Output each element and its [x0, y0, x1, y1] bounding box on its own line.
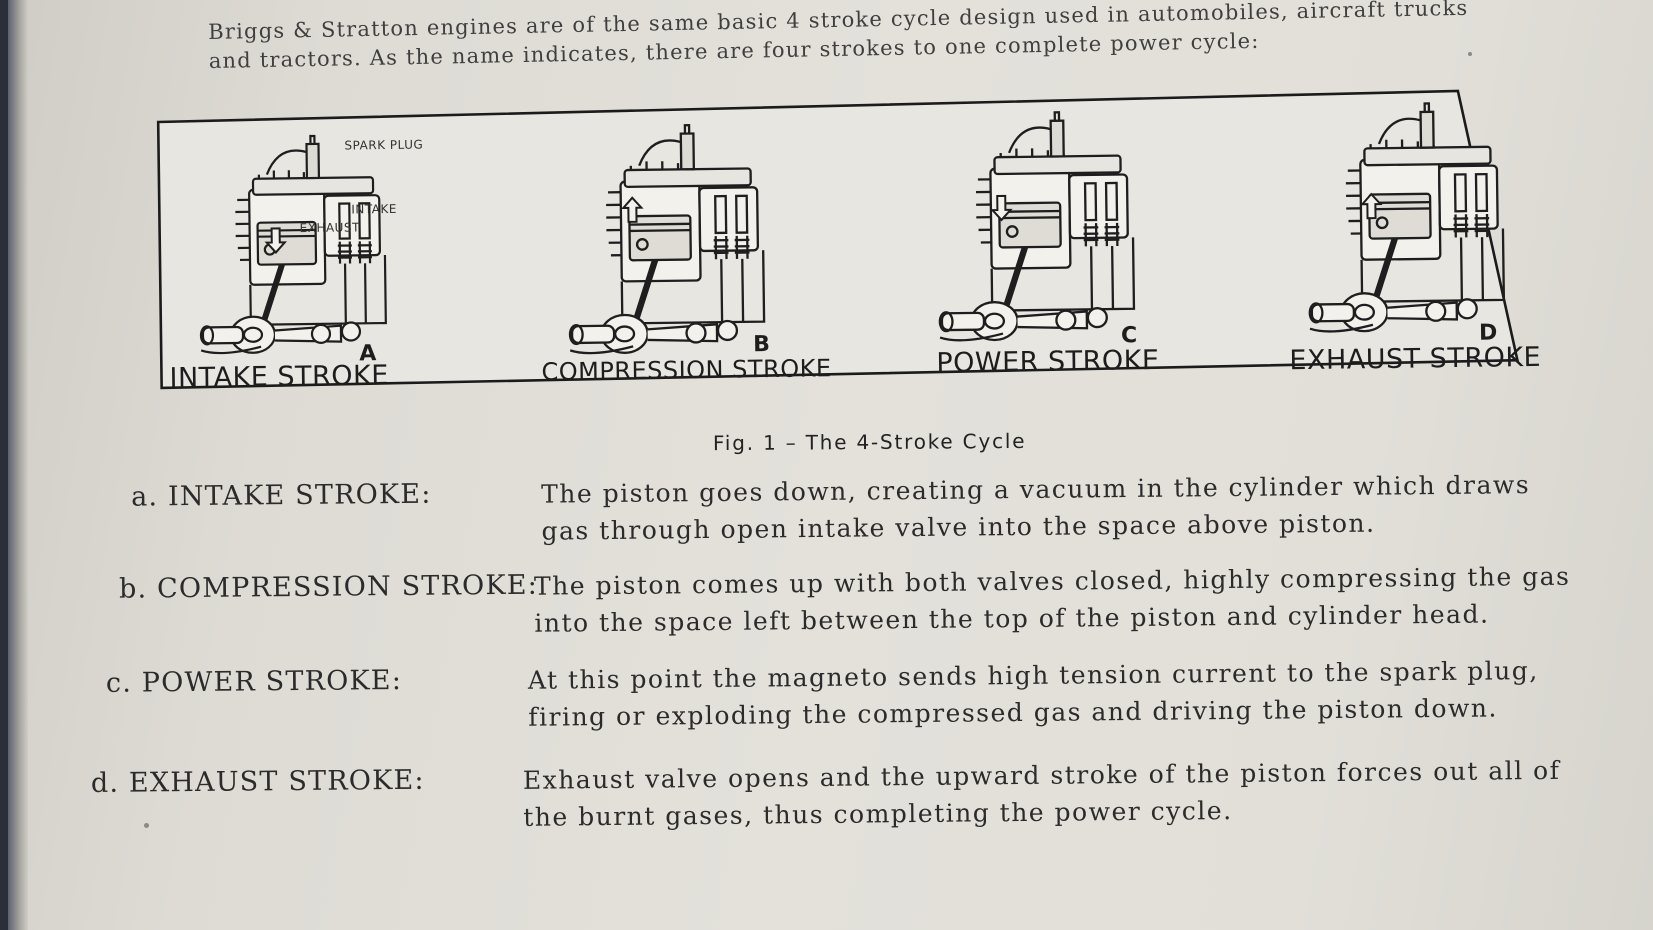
- book-binding: [8, 0, 28, 930]
- figure-caption: Fig. 1 – The 4-Stroke Cycle: [712, 428, 1027, 456]
- definition-text: Exhaust valve opens and the upward strok…: [522, 755, 1561, 832]
- paper-speck: [1468, 52, 1472, 56]
- definition-list: a. INTAKE STROKE: The piston goes down, …: [86, 465, 1636, 832]
- callout-intake: INTAKE: [351, 201, 398, 217]
- paper-speck: [144, 823, 149, 828]
- definition-term: c. POWER STROKE:: [105, 664, 403, 699]
- definition-text: The piston comes up with both valves clo…: [533, 561, 1571, 638]
- panel-label-intake: INTAKE STROKE: [169, 360, 390, 394]
- callout-exhaust: EXHAUST: [299, 220, 360, 236]
- four-stroke-figure: SPARK PLUG INTAKE EXHAUST A INTAKE STROK…: [156, 89, 1587, 410]
- callout-spark-plug: SPARK PLUG: [344, 137, 424, 153]
- panel-label-power: POWER STROKE: [936, 344, 1160, 379]
- definition-text: The piston goes down, creating a vacuum …: [541, 470, 1531, 546]
- arrow-up-icon: [621, 192, 1383, 223]
- definition-term: d. EXHAUST STROKE:: [90, 764, 425, 799]
- book-page: Briggs & Stratton engines are of the sam…: [8, 0, 1653, 930]
- panel-label-exhaust: EXHAUST STROKE: [1289, 341, 1542, 377]
- intro-paragraph: Briggs & Stratton engines are of the sam…: [208, 0, 1469, 73]
- definition-text: At this point the magneto sends high ten…: [527, 656, 1539, 732]
- definition-term: a. INTAKE STROKE:: [131, 478, 432, 513]
- figure-frame: [156, 89, 1520, 390]
- definition-term: b. COMPRESSION STROKE:: [118, 569, 539, 605]
- arrow-down-icon: [264, 194, 1013, 254]
- panel-letter-b: B: [752, 332, 771, 358]
- panel-label-compression: COMPRESSION STROKE: [541, 354, 832, 387]
